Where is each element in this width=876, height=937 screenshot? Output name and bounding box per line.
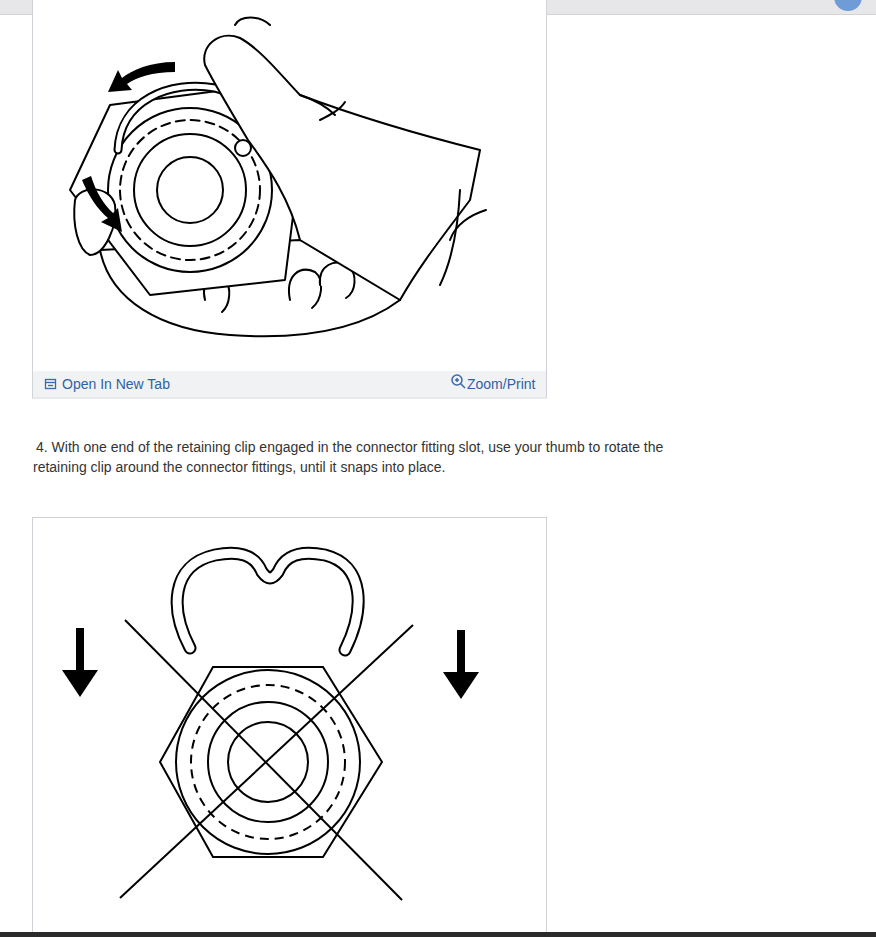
new-tab-icon	[46, 380, 56, 389]
clip-install-drawing	[70, 18, 486, 337]
rotation-arrow	[82, 62, 175, 232]
step-text: 4. With one end of the retaining clip en…	[33, 437, 665, 477]
down-arrow	[62, 628, 479, 699]
image-panel	[33, 518, 547, 937]
avatar-circle	[834, 0, 862, 11]
link-text: Zoom/Print	[467, 376, 557, 392]
link-text: Open In New Tab	[62, 376, 262, 392]
zoom-icon	[452, 375, 465, 388]
image-panel	[33, 0, 547, 398]
bottom-bar	[0, 932, 876, 937]
wrong-install-drawing	[120, 553, 413, 900]
